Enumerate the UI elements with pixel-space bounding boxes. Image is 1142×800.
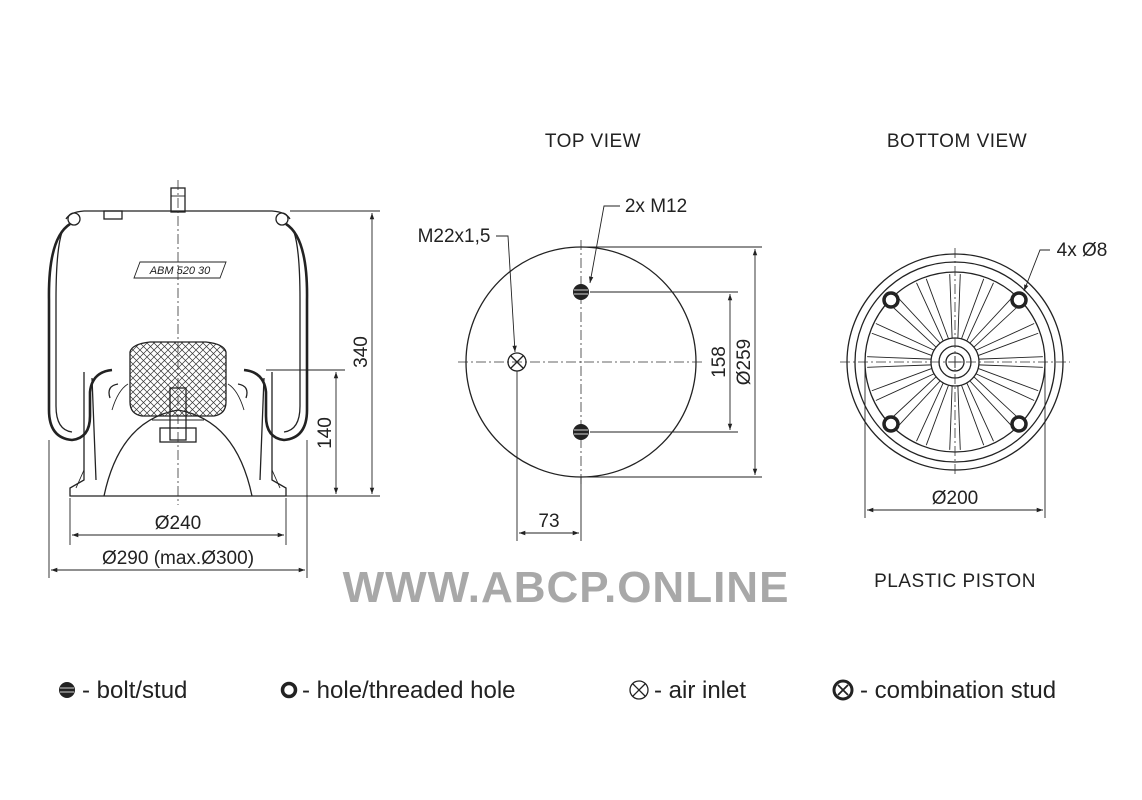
legend-label: - hole/threaded hole <box>302 677 516 704</box>
piston-ribs <box>867 274 1043 450</box>
hole-icon <box>882 291 900 309</box>
air-inlet-icon <box>629 680 649 700</box>
air-inlet-icon <box>507 352 527 372</box>
piston-rib <box>875 373 935 401</box>
dim-bottom-dia: Ø200 <box>932 488 978 509</box>
piston-rib <box>949 274 953 339</box>
stud-callout: 2x M12 <box>625 196 687 217</box>
piston-rib <box>978 364 1043 368</box>
combination-stud-icon <box>832 679 854 701</box>
top-view: TOP VIEW M22x1,5 2x M12 158 <box>418 131 762 541</box>
dim-inlet-offset: 73 <box>538 511 559 532</box>
piston-rib <box>977 368 1039 392</box>
piston-rib <box>973 376 1022 421</box>
piston-rib <box>916 382 944 442</box>
dim-height: 340 <box>351 336 372 368</box>
hole-icon <box>280 681 298 699</box>
top-view-title: TOP VIEW <box>545 131 641 152</box>
piston-rib <box>896 295 941 344</box>
dim-plate-dia: Ø259 <box>734 339 755 385</box>
piston-rib <box>871 368 933 392</box>
piston-rib <box>973 303 1022 348</box>
legend: - bolt/stud - hole/threaded hole - air i… <box>59 677 1056 704</box>
piston-rib <box>867 364 932 368</box>
legend-item-hole: - hole/threaded hole <box>280 677 516 704</box>
legend-label: - air inlet <box>654 677 746 704</box>
dim-bellow-dia: Ø290 (max.Ø300) <box>102 548 254 569</box>
legend-label: - combination stud <box>860 677 1056 704</box>
legend-item-bolt: - bolt/stud <box>59 677 187 704</box>
piston-rib <box>896 380 941 429</box>
piston-rib <box>966 382 994 442</box>
side-view: ABM 520 30 340 140 Ø240 Ø290 (max.Ø300) <box>47 180 380 578</box>
model-plate-label: ABM 520 30 <box>149 265 211 277</box>
piston-rib <box>957 385 961 450</box>
piston-rib <box>925 278 949 340</box>
piston-rib <box>916 282 944 342</box>
piston-rib <box>961 384 985 446</box>
bottom-view: BOTTOM VIEW 4x Ø8 Ø200 PLASTIC PISTON <box>840 131 1107 592</box>
piston-rib <box>978 356 1043 360</box>
plate-pin <box>103 210 123 220</box>
dim-piston-dia: Ø240 <box>155 513 201 534</box>
piston-label: PLASTIC PISTON <box>874 571 1036 592</box>
bottom-view-title: BOTTOM VIEW <box>887 131 1027 152</box>
piston-rib <box>949 385 953 450</box>
dim-stud-spacing: 158 <box>709 346 730 378</box>
hole-callout: 4x Ø8 <box>1057 240 1108 261</box>
bolt-stud-icon <box>573 284 589 300</box>
piston-rib <box>977 332 1039 356</box>
dim-piston-height: 140 <box>315 417 336 449</box>
hole-icon <box>882 415 900 433</box>
air-inlet-callout: M22x1,5 <box>418 226 491 247</box>
piston-rib <box>888 376 937 421</box>
legend-label: - bolt/stud <box>82 677 187 704</box>
legend-item-combination: - combination stud <box>832 677 1056 704</box>
piston-rib <box>925 384 949 446</box>
right-bead <box>275 212 289 226</box>
bellow-outline <box>47 222 113 442</box>
piston-rib <box>969 295 1014 344</box>
piston-rib <box>966 282 994 342</box>
piston-rib <box>867 356 932 360</box>
hole-icon <box>1010 415 1028 433</box>
piston-rib <box>888 303 937 348</box>
hole-icon <box>1010 291 1028 309</box>
watermark: WWW.ABCP.ONLINE <box>343 563 790 612</box>
piston-rib <box>975 373 1035 401</box>
left-bead <box>67 212 81 226</box>
piston-rib <box>957 274 961 339</box>
piston-rib <box>871 332 933 356</box>
piston-rib <box>875 323 935 351</box>
bolt-stud-icon <box>59 682 75 698</box>
legend-item-air-inlet: - air inlet <box>629 677 746 704</box>
model-plate <box>133 261 227 279</box>
bolt-stud-icon <box>573 424 589 440</box>
piston-rib <box>961 278 985 340</box>
piston-rib <box>969 380 1014 429</box>
piston-rib <box>975 323 1035 351</box>
